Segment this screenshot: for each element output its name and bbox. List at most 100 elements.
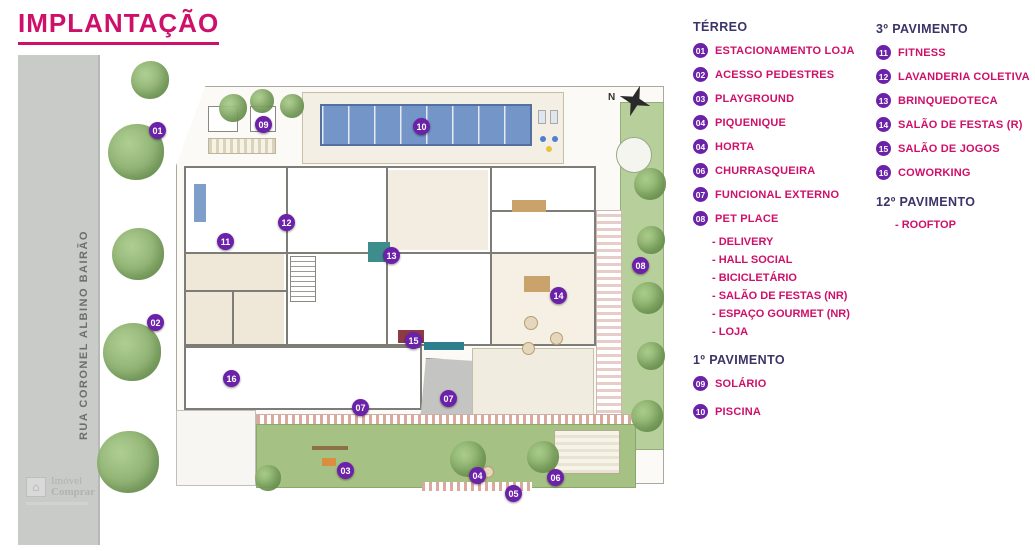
plan-marker: 07 <box>440 390 457 407</box>
item-label: FITNESS <box>898 46 946 59</box>
plan-marker: 06 <box>547 469 564 486</box>
item-number-badge: 01 <box>693 43 708 58</box>
sun-lounger <box>538 110 546 124</box>
item-number-badge: 04 <box>693 139 708 154</box>
section-heading-terreo: TÉRREO <box>693 20 748 34</box>
plan-marker: 01 <box>149 122 166 139</box>
legend-item: 06 CHURRASQUEIRA <box>693 163 883 178</box>
stairs <box>290 256 316 302</box>
pav12-subitems: - ROOFTOP <box>876 219 1034 231</box>
plan-marker: 09 <box>255 116 272 133</box>
page-title: IMPLANTAÇÃO <box>18 8 220 45</box>
item-number-badge: 12 <box>876 69 891 84</box>
plan-marker: 05 <box>505 485 522 502</box>
plan-marker: 14 <box>550 287 567 304</box>
interior-wall <box>286 168 288 344</box>
tree <box>131 61 169 99</box>
legend-subitem: - ROOFTOP <box>895 219 956 231</box>
legend-subitem: - BICICLETÁRIO <box>712 272 797 284</box>
item-label: BRINQUEDOTECA <box>898 94 998 107</box>
section-heading-pav3: 3º PAVIMENTO <box>876 22 969 36</box>
parasol <box>546 146 552 152</box>
item-number-badge: 14 <box>876 117 891 132</box>
item-label: CHURRASQUEIRA <box>715 164 816 177</box>
room-fill <box>186 254 284 344</box>
dining-table <box>524 276 550 292</box>
tree <box>527 441 559 473</box>
terreo-subitems: - DELIVERY - HALL SOCIAL - BICICLETÁRIO … <box>693 236 883 338</box>
plan-marker: 13 <box>383 247 400 264</box>
tree <box>97 431 159 493</box>
house-icon: ⌂ <box>26 477 46 497</box>
item-label: ACESSO PEDESTRES <box>715 68 835 81</box>
item-number-badge: 10 <box>693 404 708 419</box>
legend-item: 08 PET PLACE <box>693 211 883 226</box>
legend-item: 15 SALÃO DE JOGOS <box>876 141 1034 156</box>
item-number-badge: 09 <box>693 376 708 391</box>
tree <box>219 94 247 122</box>
compass-rose-icon <box>620 85 651 117</box>
round-table <box>550 332 563 345</box>
round-table <box>524 316 538 330</box>
plan-marker: 12 <box>278 214 295 231</box>
tree <box>632 282 664 314</box>
playground-toy <box>322 458 336 466</box>
interior-wall <box>232 290 234 344</box>
section-heading-pav12: 12º PAVIMENTO <box>876 195 976 209</box>
item-number-badge: 15 <box>876 141 891 156</box>
plan-marker: 02 <box>147 314 164 331</box>
pergola <box>208 138 276 154</box>
outdoor-patio <box>472 348 594 418</box>
item-label: PET PLACE <box>715 212 779 225</box>
tree <box>631 400 663 432</box>
legend-subitem: - SALÃO DE FESTAS (NR) <box>712 290 848 302</box>
entry-court <box>176 410 256 486</box>
plan-marker: 10 <box>413 118 430 135</box>
item-label: PLAYGROUND <box>715 92 795 105</box>
dining-table <box>512 200 546 212</box>
item-label: SALÃO DE FESTAS (R) <box>898 118 1023 131</box>
item-label: PIQUENIQUE <box>715 116 787 129</box>
item-number-badge: 03 <box>693 91 708 106</box>
legend-item: 04 HORTA <box>693 139 883 154</box>
interior-wall <box>184 290 286 292</box>
legend-subitem: - LOJA <box>712 326 749 338</box>
item-label: ESTACIONAMENTO LOJA <box>715 44 855 57</box>
sun-lounger <box>550 110 558 124</box>
watermark-logo: ⌂ Imóvel Comprar <box>26 476 112 505</box>
legend-item: 03 PLAYGROUND <box>693 91 883 106</box>
plan-marker: 07 <box>352 399 369 416</box>
round-table <box>522 342 535 355</box>
item-number-badge: 07 <box>693 187 708 202</box>
legend-item: 01 ESTACIONAMENTO LOJA <box>693 43 883 58</box>
legend-item: 14 SALÃO DE FESTAS (R) <box>876 117 1034 132</box>
legend-item: 13 BRINQUEDOTECA <box>876 93 1034 108</box>
logo-tagline-bar <box>26 502 88 505</box>
item-label: SALÃO DE JOGOS <box>898 142 1000 155</box>
plan-marker: 15 <box>405 332 422 349</box>
tree <box>280 94 304 118</box>
paved-path <box>422 482 532 491</box>
building-lower-wing <box>184 346 422 410</box>
item-number-badge: 13 <box>876 93 891 108</box>
tree <box>637 342 665 370</box>
swing-set <box>312 446 348 450</box>
tree <box>112 228 164 280</box>
room-fill <box>492 254 594 344</box>
round-feature <box>616 137 652 173</box>
item-label: PISCINA <box>715 405 762 418</box>
item-number-badge: 08 <box>693 211 708 226</box>
item-number-badge: 06 <box>693 163 708 178</box>
item-label: COWORKING <box>898 166 971 179</box>
item-label: HORTA <box>715 140 755 153</box>
